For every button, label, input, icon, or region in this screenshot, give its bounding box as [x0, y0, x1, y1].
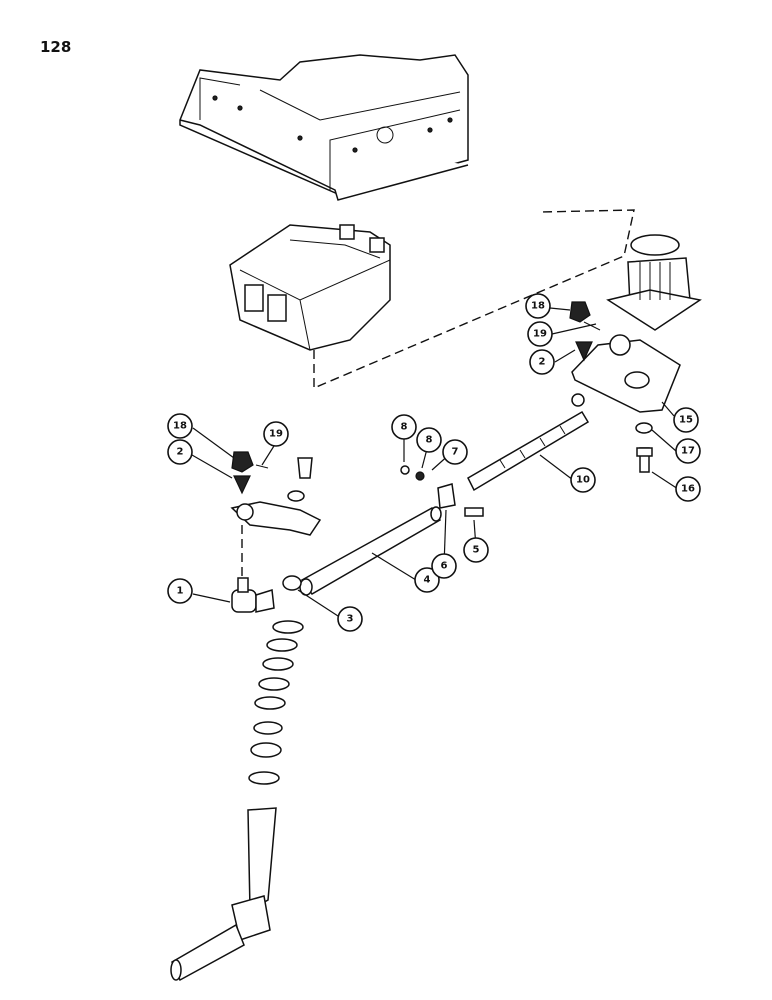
callout-19-upper: 19 — [527, 321, 553, 347]
callout-10: 10 — [570, 467, 596, 493]
pitman-arm — [230, 501, 322, 536]
screw-and-washer — [635, 422, 653, 473]
callout-10-label: 10 — [576, 475, 590, 486]
steering-arm — [571, 334, 681, 413]
callout-8-right: 8 — [416, 427, 442, 453]
callout-5-label: 5 — [473, 545, 480, 556]
callout-18-upper: 18 — [525, 293, 551, 319]
callout-3: 3 — [337, 606, 363, 632]
callout-1: 1 — [167, 578, 193, 604]
callout-7-label: 7 — [452, 447, 459, 458]
callout-1-label: 1 — [177, 586, 184, 597]
callout-19-upper-label: 19 — [533, 329, 547, 340]
left-hardware — [231, 451, 313, 502]
callout-2-left: 2 — [167, 439, 193, 465]
callout-5: 5 — [463, 537, 489, 563]
callout-18-left-label: 18 — [173, 421, 187, 432]
callout-6-label: 6 — [441, 561, 448, 572]
callout-15-label: 15 — [679, 415, 693, 426]
callout-18-upper-label: 18 — [531, 301, 545, 312]
callout-2-upper: 2 — [529, 349, 555, 375]
callout-17-label: 17 — [681, 446, 695, 457]
callout-3-label: 3 — [347, 614, 354, 625]
callout-8-left: 8 — [391, 414, 417, 440]
ball-joint-end — [231, 575, 302, 613]
clamp-hardware — [400, 465, 484, 517]
callout-4: 4 — [414, 567, 440, 593]
callout-2-left-label: 2 — [177, 447, 184, 458]
page-number: 128 — [40, 38, 71, 56]
assembly-guide-line — [313, 209, 635, 390]
callout-8-left-label: 8 — [401, 422, 408, 433]
spindle — [170, 807, 277, 982]
upper-hardware — [569, 301, 601, 362]
callout-15: 15 — [673, 407, 699, 433]
callout-16-label: 16 — [681, 484, 695, 495]
leader-lines — [191, 307, 679, 617]
washer-stack — [248, 620, 304, 785]
tractor-frame — [179, 54, 469, 201]
callout-19-left: 19 — [263, 421, 289, 447]
tie-rod — [467, 393, 590, 492]
callout-19-left-label: 19 — [269, 429, 283, 440]
callout-4-label: 4 — [424, 575, 431, 586]
callout-8-right-label: 8 — [426, 435, 433, 446]
steering-column-flange — [606, 234, 702, 331]
callout-2-upper-label: 2 — [539, 357, 546, 368]
drag-link-tube — [299, 506, 442, 596]
callout-7: 7 — [442, 439, 468, 465]
callout-16: 16 — [675, 476, 701, 502]
callout-6: 6 — [431, 553, 457, 579]
callout-17: 17 — [675, 438, 701, 464]
callout-18-left: 18 — [167, 413, 193, 439]
steering-gear-housing — [229, 224, 391, 351]
